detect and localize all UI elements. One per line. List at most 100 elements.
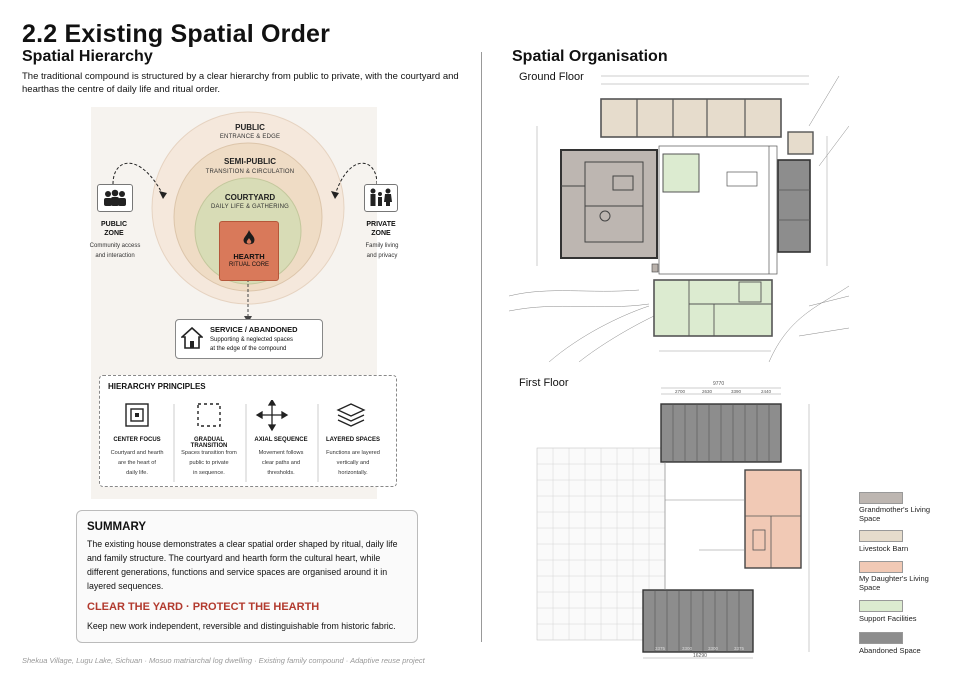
legend-label-support: Support Facilities bbox=[859, 614, 917, 623]
public-ring-sub: ENTRANCE & EDGE bbox=[219, 134, 281, 140]
ff-dim-bottom: 16290 bbox=[693, 653, 707, 659]
public-zone-title-1: PUBLIC bbox=[100, 221, 128, 228]
legend-line: Grandmother's Living bbox=[859, 505, 931, 514]
people-group-icon bbox=[104, 189, 126, 206]
legend-line: Space bbox=[859, 514, 881, 523]
principle-desc-line: vertically and bbox=[336, 460, 370, 466]
service-title: SERVICE / ABANDONED bbox=[210, 325, 298, 334]
principle-desc-center-focus: Courtyard and hearth are the heart of dail… bbox=[103, 448, 171, 478]
ff-dim-1: 2700 bbox=[675, 389, 686, 394]
public-zone-title: PUBLIC ZONE bbox=[89, 220, 139, 238]
north-roof-ribs bbox=[672, 404, 770, 462]
ff-abandoned-south bbox=[642, 589, 754, 653]
legend-swatch-grandmother bbox=[859, 492, 903, 504]
ff-dimension-lines bbox=[643, 387, 810, 659]
public-arrowhead bbox=[159, 191, 167, 199]
public-zone-title-2: ZONE bbox=[104, 230, 124, 237]
principle-desc-line: are the heart of bbox=[118, 460, 156, 466]
spatial-hierarchy-heading: Spatial Hierarchy bbox=[22, 48, 153, 65]
legend-swatch-support bbox=[859, 600, 903, 612]
legend-line: Space bbox=[859, 583, 881, 592]
south-roof-ribs bbox=[654, 590, 740, 652]
legend-label-livestock: Livestock Barn bbox=[859, 544, 909, 553]
house-icon bbox=[181, 327, 203, 349]
legend-swatch-livestock bbox=[859, 530, 903, 542]
principle-desc-line: Courtyard and hearth bbox=[110, 450, 164, 456]
principles-icons bbox=[125, 400, 366, 482]
summary-box: SUMMARY The existing house demonstrates … bbox=[76, 510, 418, 643]
page-title: 2.2 Existing Spatial Order bbox=[22, 20, 331, 48]
principle-title-layered-spaces: LAYERED SPACES bbox=[325, 437, 380, 443]
private-zone-title: PRIVATE ZONE bbox=[356, 220, 406, 238]
grandmother-interior bbox=[561, 161, 644, 243]
principle-desc-line: daily life. bbox=[126, 470, 148, 476]
gf-livestock-barn bbox=[600, 98, 782, 138]
ff-dim-3: 3390 bbox=[731, 389, 742, 394]
private-zone-desc-2: and privacy bbox=[366, 253, 398, 259]
gf-entrance-marker bbox=[651, 263, 659, 273]
public-zone-desc-2: and interaction bbox=[95, 253, 135, 259]
service-abandoned-box: SERVICE / ABANDONED Supporting & neglect… bbox=[175, 319, 323, 359]
hearth-box: HEARTH RITUAL CORE bbox=[219, 221, 279, 281]
courtyard-ring-sub: DAILY LIFE & GATHERING bbox=[210, 204, 290, 210]
principle-title-center-focus: CENTER FOCUS bbox=[113, 437, 161, 443]
principle-title-gradual-transition: GRADUAL TRANSITION bbox=[190, 437, 228, 449]
legend-swatch-daughter bbox=[859, 561, 903, 573]
dimension-lines bbox=[536, 75, 828, 352]
hearth-sub: RITUAL CORE bbox=[228, 262, 270, 268]
first-floor-label: First Floor bbox=[519, 377, 569, 389]
summary-slogan: CLEAR THE YARD · PROTECT THE HEARTH bbox=[87, 601, 320, 613]
fire-icon bbox=[243, 230, 255, 245]
ground-floor-label: Ground Floor bbox=[519, 71, 584, 83]
ff-dim-top: 9770 bbox=[713, 381, 724, 387]
private-zone-title-2: ZONE bbox=[371, 230, 391, 237]
gf-support-south bbox=[653, 279, 773, 337]
courtyard-outline bbox=[658, 145, 778, 275]
ground-floor-plan bbox=[509, 75, 849, 362]
footer-caption: Shekua Village, Lugu Lake, Sichuan · Mos… bbox=[22, 656, 425, 665]
ff-dim-2: 2630 bbox=[702, 389, 713, 394]
principle-desc-line: Movement follows bbox=[258, 450, 304, 456]
ff-daughter-living bbox=[744, 469, 802, 569]
gf-barn-annex bbox=[787, 131, 814, 155]
spatial-organisation-heading: Spatial Organisation bbox=[512, 48, 668, 65]
gf-support-facility bbox=[662, 153, 700, 193]
public-ring-title: PUBLIC bbox=[235, 123, 265, 132]
ff-dim-b4: 3375 bbox=[734, 646, 745, 651]
legend-swatch-abandoned bbox=[859, 632, 903, 644]
hearth-title: HEARTH bbox=[233, 252, 265, 261]
principle-desc-line: public to private bbox=[189, 460, 229, 466]
summary-note: Keep new work independent, reversible an… bbox=[87, 621, 396, 631]
site-contour-lines bbox=[509, 75, 849, 362]
service-desc: Supporting & neglected spaces at the edg… bbox=[210, 336, 293, 354]
layered-spaces-icon bbox=[336, 403, 366, 427]
center-focus-icon bbox=[125, 403, 149, 427]
ff-dim-b2: 3300 bbox=[682, 646, 693, 651]
public-zone-desc-1: Community access bbox=[89, 243, 141, 249]
gradual-transition-icon bbox=[197, 403, 221, 427]
principle-desc-line: in sequence. bbox=[193, 470, 225, 476]
abandoned-partitions bbox=[778, 189, 810, 221]
gf-grandmother-living bbox=[560, 149, 658, 259]
courtyard-ring-title: COURTYARD bbox=[224, 193, 276, 202]
public-zone-icon-box bbox=[97, 184, 133, 212]
service-desc-2: at the edge of the compound bbox=[210, 346, 287, 352]
principle-desc-line: thresholds. bbox=[267, 470, 295, 476]
public-zone-desc: Community access and interaction bbox=[85, 241, 145, 261]
private-zone-desc-1: Family living bbox=[365, 243, 399, 249]
hierarchy-principles-box: HIERARCHY PRINCIPLES bbox=[99, 375, 397, 487]
summary-heading: SUMMARY bbox=[87, 521, 146, 533]
ff-dim-b3: 3300 bbox=[708, 646, 719, 651]
service-desc-1: Supporting & neglected spaces bbox=[210, 337, 294, 343]
principles-heading: HIERARCHY PRINCIPLES bbox=[108, 382, 206, 391]
principle-desc-line: Spaces transition from bbox=[181, 450, 237, 456]
support-south-partitions bbox=[688, 280, 772, 336]
axial-sequence-icon bbox=[255, 400, 289, 432]
barn-partitions bbox=[636, 99, 746, 137]
principle-desc-gradual-transition: Spaces transition from public to private i… bbox=[175, 448, 243, 478]
family-icon bbox=[370, 188, 392, 206]
private-arrowhead bbox=[331, 191, 339, 199]
